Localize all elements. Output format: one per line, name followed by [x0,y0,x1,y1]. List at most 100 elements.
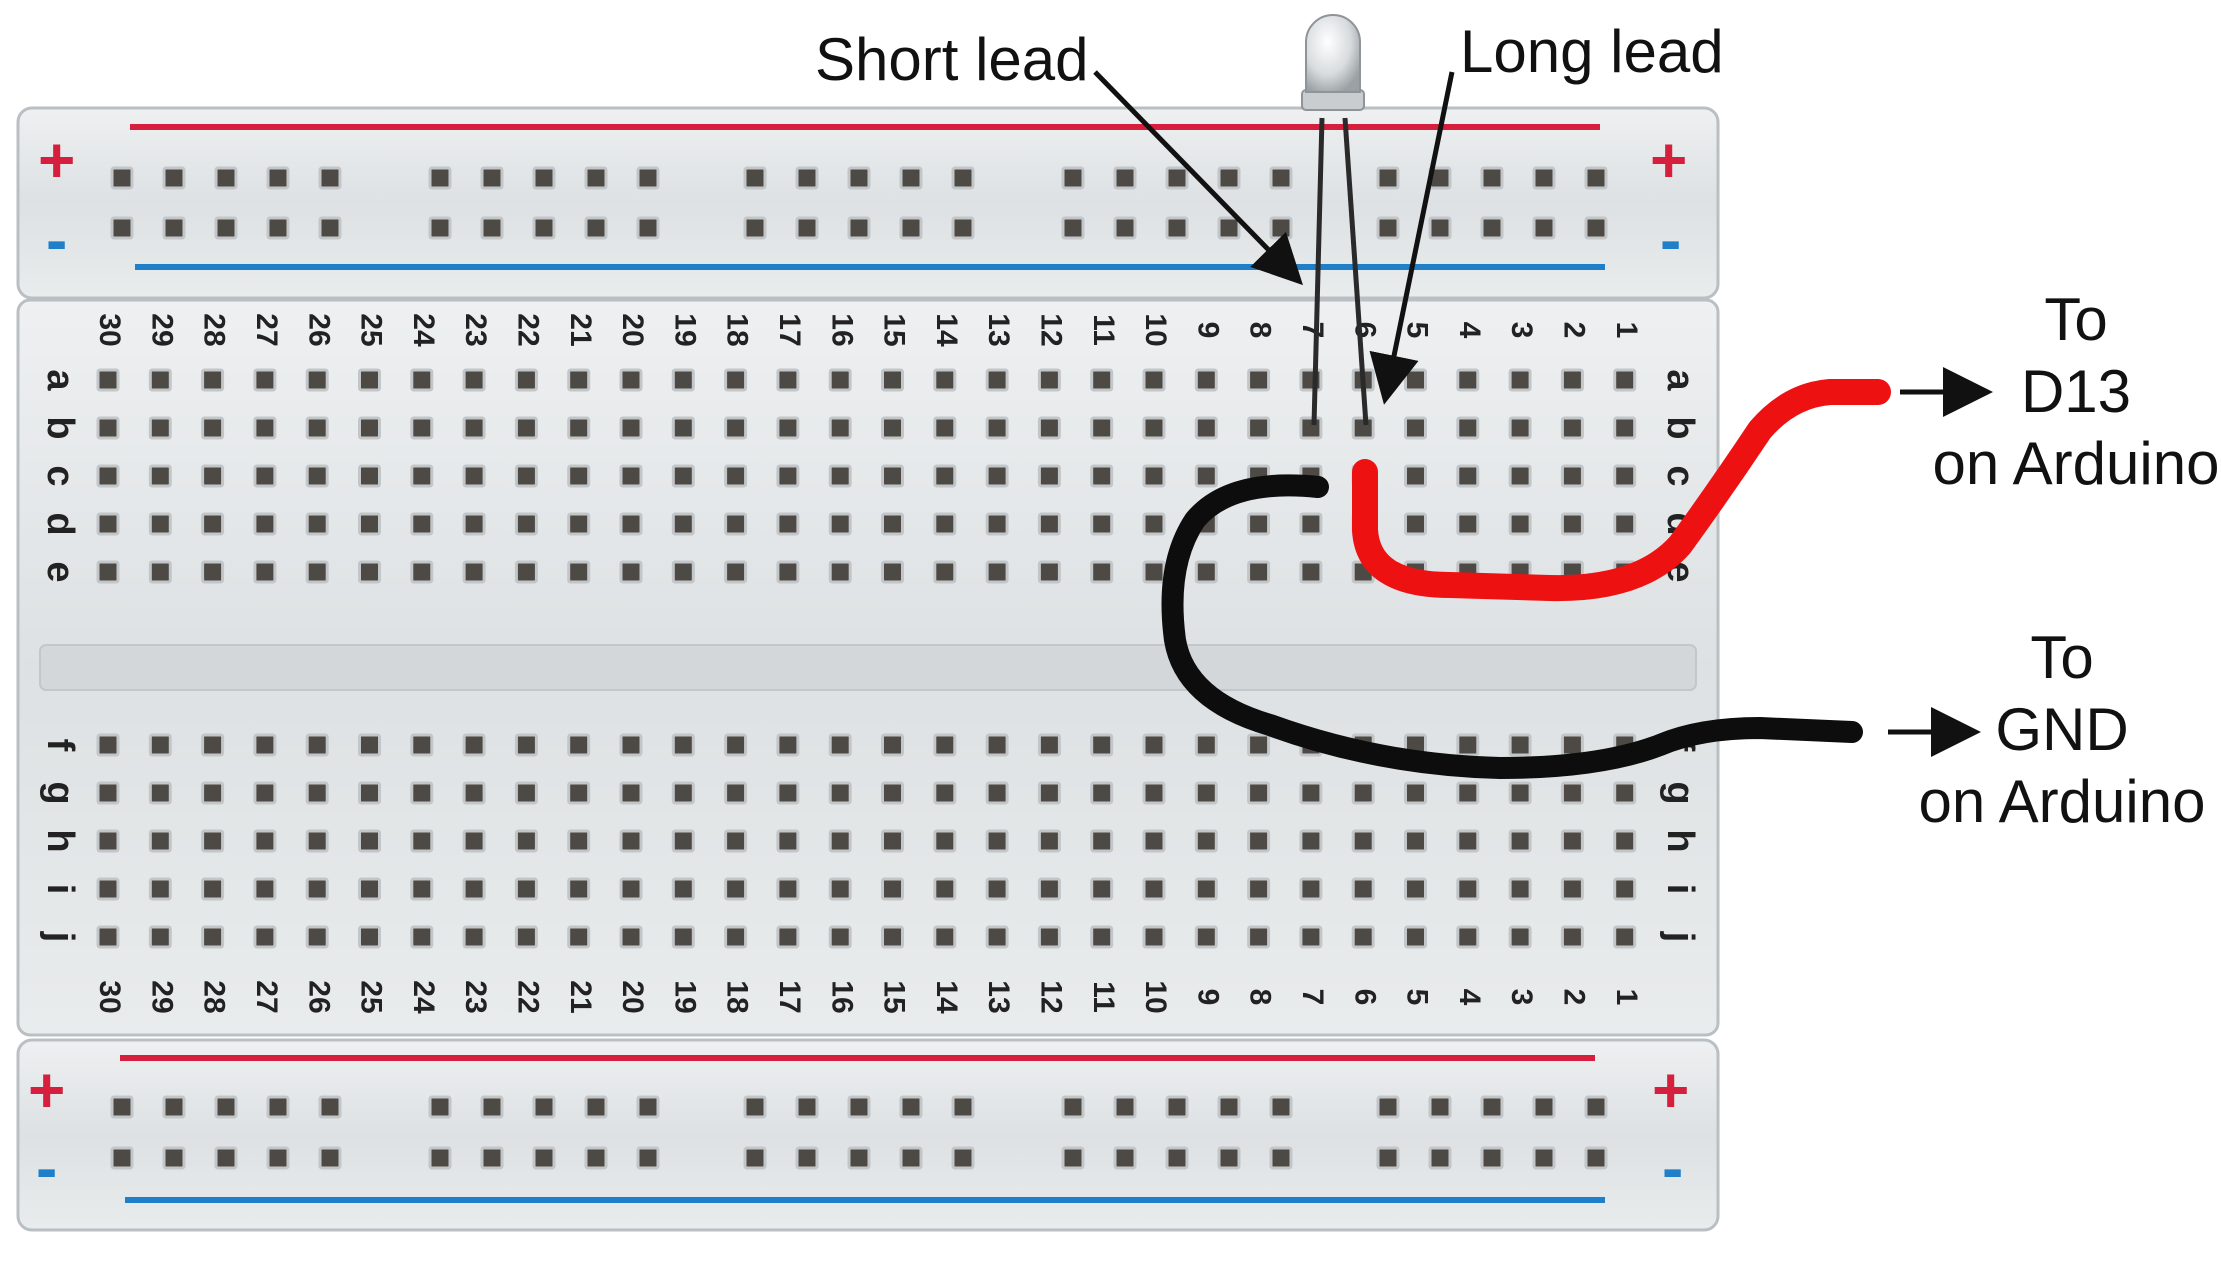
breadboard-hole [1351,781,1375,805]
rail-hole [480,216,504,240]
column-label: 29 [145,313,178,346]
breadboard-hole [1142,925,1166,949]
column-label: 24 [407,980,440,1014]
breadboard-hole [514,416,538,440]
column-label: 8 [1244,989,1277,1006]
column-label: 10 [1139,313,1172,346]
breadboard-hole [253,512,277,536]
breadboard-hole [671,368,695,392]
breadboard-hole [358,560,381,584]
column-label: 22 [511,313,544,346]
breadboard-hole [305,877,329,901]
column-label: 30 [93,313,126,346]
breadboard-hole [462,925,486,949]
rail-hole [1113,1095,1137,1119]
breadboard-hole [410,512,434,536]
breadboard-hole [358,781,381,805]
d13-line-1: To [2044,286,2107,353]
breadboard-hole [1247,512,1271,536]
breadboard-hole [985,368,1009,392]
breadboard-hole [462,560,486,584]
breadboard-hole [1090,368,1114,392]
rail-hole [1165,1146,1189,1170]
breadboard-hole [1247,781,1271,805]
column-label: 2 [1557,989,1590,1006]
short-lead-label: Short lead [815,26,1089,93]
rail-hole [636,1146,660,1170]
breadboard-hole [1456,877,1480,901]
breadboard-hole [828,733,852,757]
breadboard-hole [567,368,591,392]
breadboard-hole [1299,877,1323,901]
breadboard-hole [253,925,277,949]
column-label: 17 [773,980,806,1013]
breadboard-hole [358,925,381,949]
column-label: 12 [1034,313,1067,346]
breadboard-hole [1404,877,1427,901]
rail-hole [428,1095,452,1119]
rail-hole [532,1095,556,1119]
rail-hole [532,1146,556,1170]
column-label: 15 [878,313,911,346]
breadboard-hole [514,925,538,949]
breadboard-hole [462,829,486,853]
breadboard-hole [1508,368,1532,392]
column-label: 21 [564,980,597,1013]
column-label: 29 [145,980,178,1013]
breadboard-hole [1142,512,1166,536]
row-label: d [39,512,81,535]
led-short-lead [1311,117,1325,426]
breadboard-hole [828,877,852,901]
rail-hole [951,1095,975,1119]
breadboard-hole [1508,925,1532,949]
breadboard-hole [305,560,329,584]
breadboard-hole [776,416,800,440]
rail-hole [214,1095,238,1119]
rail-hole [1217,216,1241,240]
breadboard-hole [96,512,120,536]
breadboard-hole [1299,368,1323,392]
breadboard-hole [1456,733,1480,757]
rail-hole [1584,216,1608,240]
breadboard-hole [567,464,591,488]
rail-hole [1113,166,1137,190]
breadboard-hole [985,512,1009,536]
rail-hole [162,1146,186,1170]
breadboard-hole [1508,733,1532,757]
breadboard-hole [828,512,852,536]
breadboard-hole [410,560,434,584]
breadboard-hole [1508,781,1532,805]
breadboard-hole [410,829,434,853]
rail-hole [318,1095,342,1119]
breadboard-hole [671,416,695,440]
column-label: 3 [1505,989,1538,1006]
column-label: 9 [1191,322,1224,339]
breadboard-hole [933,925,957,949]
breadboard-hole [1142,368,1166,392]
breadboard-hole [724,512,748,536]
column-label: 13 [982,313,1015,346]
breadboard-hole [1299,829,1323,853]
breadboard-hole [462,464,486,488]
breadboard-hole [567,560,591,584]
rail-hole [162,166,186,190]
breadboard-hole [567,829,591,853]
rail-hole [743,1095,767,1119]
rail-hole [162,1095,186,1119]
breadboard-hole [253,781,277,805]
breadboard-hole [1037,877,1061,901]
breadboard-hole [305,464,329,488]
row-label: j [39,931,81,943]
top-left-plus-sign: + [38,124,75,196]
breadboard-hole [201,877,225,901]
column-label: 14 [930,980,963,1014]
rail-hole [951,216,975,240]
top-right-plus-sign: + [1650,124,1687,196]
breadboard-hole [724,416,748,440]
rail-hole [795,166,819,190]
breadboard-hole [1090,733,1114,757]
column-label: 10 [1139,980,1172,1013]
breadboard-hole [1404,925,1427,949]
breadboard-hole [1560,781,1584,805]
column-label: 25 [355,313,388,346]
